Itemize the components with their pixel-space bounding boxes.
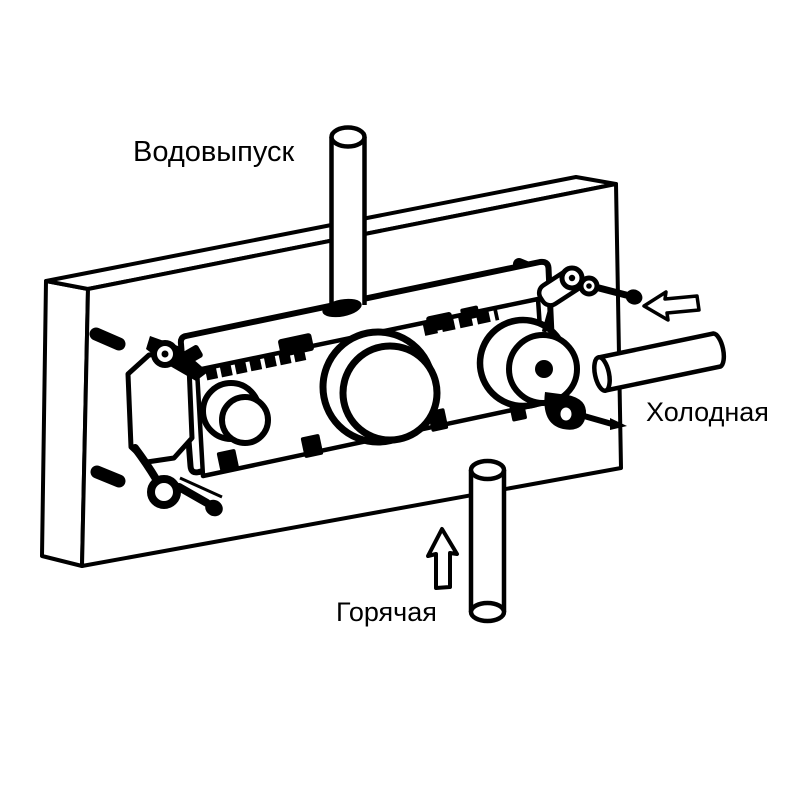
main-valve-knob: [319, 328, 441, 446]
bracket-edge-line: [179, 476, 223, 499]
screw-shaft: [595, 284, 630, 299]
screw-head: [205, 499, 223, 517]
cold-port: [476, 316, 580, 410]
cold-pipe-body: [596, 331, 727, 393]
label-outlet: Водовыпуск: [133, 136, 295, 168]
washer-hole: [586, 283, 592, 289]
clip: [460, 305, 480, 321]
mounting-bracket-bottom-left: [131, 444, 223, 517]
bracket-eye: [560, 407, 572, 421]
outlet-pipe: [329, 125, 367, 305]
screw-tip: [610, 418, 627, 430]
clip-strip-left: [204, 346, 310, 381]
bracket-eye: [147, 475, 181, 509]
mounting-bracket-bottom-right: [544, 392, 627, 430]
cold-pipe-open-end: [592, 355, 612, 393]
cold-port-center-dot: [535, 360, 553, 378]
hot-pipe: [468, 458, 507, 624]
screw-shaft: [175, 483, 211, 507]
hot-pipe-bottom-cap: [468, 600, 507, 624]
outlet-hole: [322, 298, 362, 318]
main-knob-front-circle: [339, 342, 441, 444]
washer-hole: [161, 350, 169, 358]
label-hot: Горячая: [336, 597, 437, 627]
tab: [216, 449, 240, 473]
outlet-pipe-top-cap: [329, 125, 367, 149]
valve-assembly: [125, 258, 643, 517]
hot-pipe-top-cap: [468, 458, 507, 482]
screw-shaft: [583, 413, 613, 427]
anchor-dash-bottom-left: [90, 465, 126, 488]
anchor-dash-top-left: [89, 327, 126, 351]
cold-pipe: [592, 331, 727, 393]
label-cold: Холодная: [646, 397, 769, 427]
washer-hole: [568, 274, 576, 282]
left-port: [200, 380, 271, 446]
bracket-arm: [131, 444, 160, 483]
mounting-bracket-top-right: [536, 265, 643, 333]
cold-flow-arrow-icon: [642, 290, 701, 322]
outlet-pipe-body: [331, 137, 365, 305]
tab: [300, 434, 324, 458]
mounting-bracket-top-left: [146, 336, 208, 381]
hot-pipe-body: [471, 470, 504, 612]
hot-flow-arrow-icon: [426, 527, 459, 590]
clip: [426, 312, 454, 332]
left-port-front-circle: [219, 394, 271, 446]
screw-head: [625, 289, 643, 305]
clip: [278, 333, 314, 357]
